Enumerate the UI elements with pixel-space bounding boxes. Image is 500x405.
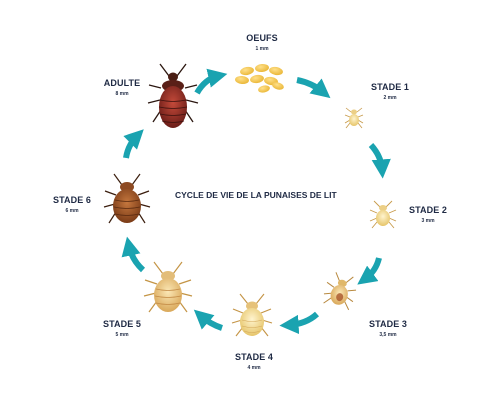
label-oeufs: OEUFS 1 mm <box>232 34 292 52</box>
stage-name: STADE 6 <box>52 195 92 205</box>
arrow-stade6-to-adulte <box>123 129 144 159</box>
nymph-6-icon <box>103 173 151 224</box>
stage-size: 1 mm <box>255 46 269 52</box>
arrow-stade4-to-stade5 <box>193 309 223 331</box>
arrow-adulte-to-oeufs <box>194 68 228 95</box>
nymph-3-icon <box>323 272 357 311</box>
arrow-oeufs-to-stade1 <box>296 77 331 99</box>
stage-name: STADE 2 <box>408 205 448 215</box>
stage-size: 8 mm <box>115 91 129 97</box>
adult-bug-icon <box>147 63 199 128</box>
nymph-2-icon <box>369 200 397 229</box>
stage-size: 4 mm <box>247 365 261 371</box>
label-stade4: STADE 4 4 mm <box>224 353 284 371</box>
arrow-stade1-to-stade2 <box>368 142 391 179</box>
stage-name: ADULTE <box>103 78 141 88</box>
arrow-stade2-to-stade3 <box>357 257 382 285</box>
arrow-stade3-to-stade4 <box>279 311 320 335</box>
label-stade5: STADE 5 5 mm <box>92 320 152 338</box>
stage-size: 3 mm <box>421 218 435 224</box>
nymph-4-icon <box>231 293 273 337</box>
label-stade2: STADE 2 3 mm <box>398 206 458 224</box>
cycle-arrows <box>121 68 391 335</box>
stage-name: OEUFS <box>246 33 278 43</box>
stage-name: STADE 5 <box>102 319 142 329</box>
nymph-5-icon <box>143 261 193 313</box>
stage-size: 3,5 mm <box>379 332 397 338</box>
stage-name: STADE 4 <box>234 352 274 362</box>
eggs-icon <box>235 63 284 93</box>
label-stade6: STADE 6 6 mm <box>42 196 102 214</box>
stage-name: STADE 1 <box>370 82 410 92</box>
diagram-title: CYCLE DE VIE DE LA PUNAISES DE LIT <box>175 190 337 200</box>
label-stade1: STADE 1 2 mm <box>360 83 420 101</box>
stage-size: 6 mm <box>65 208 79 214</box>
arrow-stade5-to-stade6 <box>121 236 146 273</box>
stage-size: 5 mm <box>115 332 129 338</box>
stage-name: STADE 3 <box>368 319 408 329</box>
label-stade3: STADE 3 3,5 mm <box>358 320 418 338</box>
label-adulte: ADULTE 8 mm <box>92 79 152 97</box>
nymph-1-icon <box>344 107 364 129</box>
stage-size: 2 mm <box>383 95 397 101</box>
